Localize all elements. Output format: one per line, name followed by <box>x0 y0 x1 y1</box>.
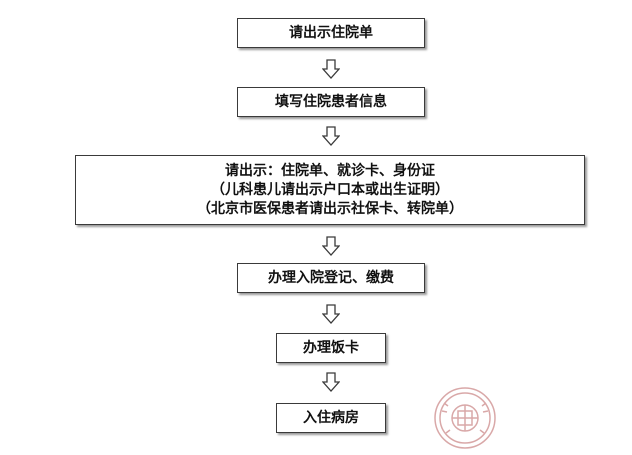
step-4-box: 办理入院登记、缴费 <box>237 263 425 293</box>
down-arrow-icon <box>322 304 340 324</box>
step-3-line-2: （儿科患儿请出示户口本或出生证明） <box>211 181 449 198</box>
step-3-line-3: （北京市医保患者请出示社保卡、转院单） <box>197 200 463 217</box>
step-2-box: 填写住院患者信息 <box>237 87 425 117</box>
down-arrow-icon <box>322 236 340 256</box>
step-1-box: 请出示住院单 <box>237 18 425 48</box>
step-3-line-1: 请出示：住院单、就诊卡、身份证 <box>225 162 435 179</box>
step-3-box: 请出示：住院单、就诊卡、身份证 （儿科患儿请出示户口本或出生证明） （北京市医保… <box>75 155 585 225</box>
down-arrow-icon <box>322 59 340 79</box>
step-6-text: 入住病房 <box>303 409 359 426</box>
step-6-box: 入住病房 <box>276 403 386 433</box>
hospital-seal-icon <box>434 387 496 449</box>
step-4-text: 办理入院登记、缴费 <box>268 269 394 286</box>
step-5-text: 办理饭卡 <box>303 339 359 356</box>
down-arrow-icon <box>322 372 340 392</box>
step-5-box: 办理饭卡 <box>276 333 386 363</box>
step-2-text: 填写住院患者信息 <box>275 93 387 110</box>
down-arrow-icon <box>322 126 340 146</box>
step-1-text: 请出示住院单 <box>289 24 373 41</box>
